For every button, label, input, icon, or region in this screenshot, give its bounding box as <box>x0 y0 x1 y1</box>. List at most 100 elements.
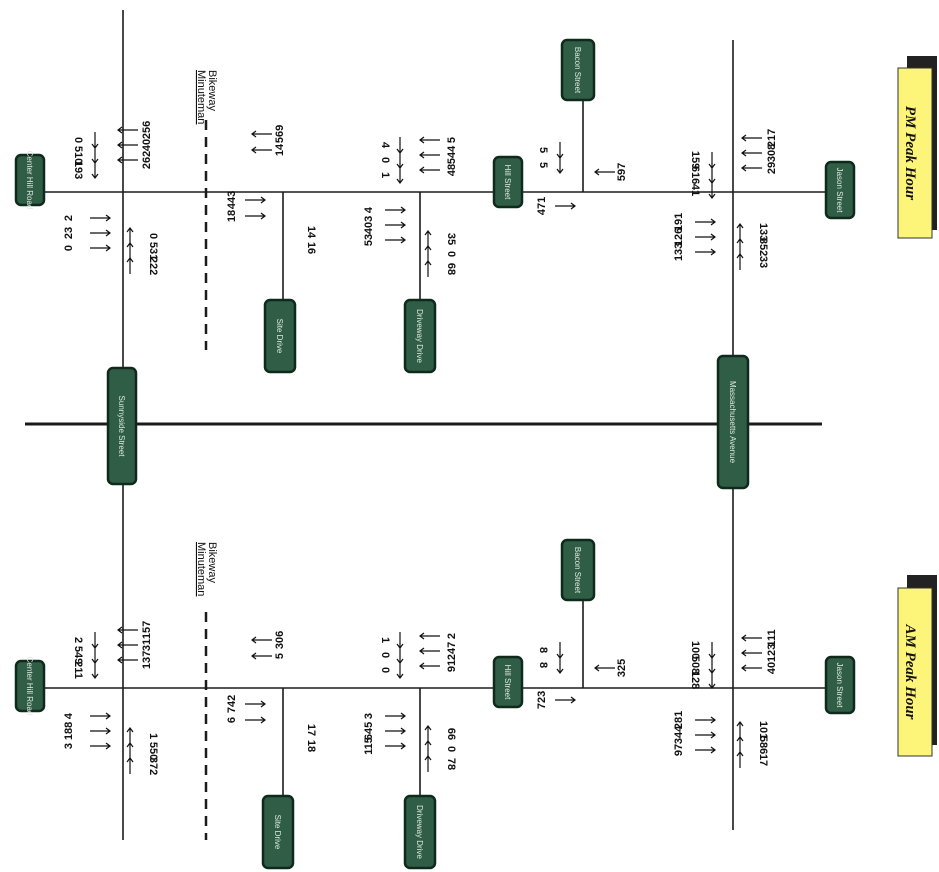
turn-arrow-icon <box>90 214 111 222</box>
volume-label: 586 <box>757 736 769 754</box>
volume-label: 5 <box>274 653 286 659</box>
volume-label: 4 <box>363 206 375 213</box>
volume-label: 4 <box>63 712 75 719</box>
volume-label: 544 <box>446 145 458 164</box>
street-label: Massachusetts Avenue <box>728 381 737 464</box>
volume-label: 66 <box>445 728 457 740</box>
volume-label: 16 <box>305 242 317 254</box>
volume-label: 3 <box>363 713 375 719</box>
street-sign-pm-center-hill: Center Hill Road <box>14 151 46 209</box>
volume-label: 0 <box>445 746 457 752</box>
volume-label: 2 <box>446 633 458 639</box>
street-label: Driveway Drive <box>415 805 424 859</box>
volume-label: 17 <box>305 724 317 736</box>
turn-arrow-icon <box>396 662 404 679</box>
street-sign-am-bacon: Bacon Street <box>560 538 596 602</box>
street-label: Hill Street <box>503 165 512 200</box>
bikeway-label-line1: Minuteman <box>195 542 207 596</box>
street-sign-pm-bacon: Bacon Street <box>560 38 596 102</box>
volume-label: 262 <box>141 151 153 169</box>
turn-arrow-icon <box>708 672 716 689</box>
turn-arrow-icon <box>695 218 716 226</box>
volume-label: 123 <box>766 644 778 662</box>
volume-label: 742 <box>226 695 238 713</box>
street-sign-am-hill-street: Hill Street <box>492 655 524 709</box>
turn-arrow-icon <box>396 137 404 154</box>
turn-arrow-icon <box>708 642 716 659</box>
turn-arrow-icon <box>126 227 134 244</box>
turn-arrow-icon <box>385 727 406 735</box>
turn-arrow-icon <box>736 751 744 768</box>
turn-arrow-icon <box>594 664 615 672</box>
street-sign-am-site-drive: Site Drive <box>261 794 295 870</box>
street-label: Jason Street <box>835 168 844 214</box>
volume-label: 531 <box>147 242 159 260</box>
turn-arrow-icon <box>117 156 138 164</box>
turn-arrow-icon <box>695 716 716 724</box>
turn-arrow-icon <box>556 642 564 659</box>
turn-arrow-icon <box>245 212 266 220</box>
turn-arrow-icon <box>245 716 266 724</box>
turn-arrow-icon <box>117 626 138 634</box>
volume-label: 188 <box>63 722 75 740</box>
turn-arrow-icon <box>424 245 432 262</box>
volume-label: 157 <box>141 621 153 639</box>
volume-label: 852 <box>757 238 769 256</box>
volume-label: 133 <box>673 243 685 261</box>
volume-label: 723 <box>536 691 548 709</box>
turn-arrow-icon <box>117 141 138 149</box>
street-label: Jason Street <box>835 663 844 709</box>
turn-arrow-icon <box>736 721 744 738</box>
turn-arrow-icon <box>385 742 406 750</box>
street-label: Driveway Drive <box>415 309 424 363</box>
volume-label: 325 <box>616 659 628 677</box>
turn-arrow-icon <box>90 727 111 735</box>
volume-label: 1 <box>147 733 159 739</box>
street-sign-am-driveway: Driveway Drive <box>403 794 437 870</box>
volume-label: 17 <box>757 754 769 766</box>
volume-label: 97 <box>673 744 685 756</box>
turn-arrow-icon <box>556 657 564 674</box>
turn-arrow-icon <box>396 647 404 664</box>
turn-arrow-icon <box>695 248 716 256</box>
turn-arrow-icon <box>245 700 266 708</box>
turn-arrow-icon <box>117 656 138 664</box>
volume-label: 101 <box>757 721 769 739</box>
am-peak-hour-banner: AM Peak Hour <box>897 575 937 757</box>
volume-label: 308 <box>766 144 778 162</box>
volume-label: 222 <box>147 257 159 275</box>
volume-label: 0 <box>445 251 457 257</box>
turn-arrow-icon <box>126 242 134 259</box>
volume-label: 115 <box>363 737 375 755</box>
turn-arrow-icon <box>91 147 99 164</box>
turn-arrow-icon <box>117 641 138 649</box>
street-sign-pm-site-drive: Site Drive <box>263 298 297 374</box>
turn-arrow-icon <box>90 229 111 237</box>
volume-label: 40 <box>766 662 778 674</box>
turn-arrow-icon <box>741 649 762 657</box>
turn-arrow-icon <box>741 664 762 672</box>
street-label: Site Drive <box>273 815 282 850</box>
volume-label: 126 <box>673 228 685 246</box>
turn-arrows <box>90 126 762 774</box>
turn-arrow-icon <box>708 152 716 169</box>
street-sign-pm-jason: Jason Street <box>824 160 856 220</box>
volume-label: 549 <box>72 646 84 664</box>
volume-label: 443 <box>226 191 238 209</box>
turn-arrow-icon <box>396 632 404 649</box>
turn-arrow-icon <box>91 132 99 149</box>
volume-label: 569 <box>274 125 286 143</box>
volume-label: 0 <box>379 667 391 673</box>
volume-label: 2 <box>63 215 75 221</box>
volume-label: 550 <box>147 742 159 760</box>
volume-label: 616 <box>689 166 701 184</box>
volume-label: 1 <box>379 172 391 178</box>
volume-label: 2 <box>72 637 84 643</box>
volume-label: 8 <box>537 647 549 653</box>
turn-arrow-icon <box>708 182 716 199</box>
street-sign-pm-hill-street: Hill Street <box>492 155 524 209</box>
turn-arrow-icon <box>385 221 406 229</box>
volume-label: 281 <box>673 711 685 729</box>
turn-arrow-icon <box>695 731 716 739</box>
